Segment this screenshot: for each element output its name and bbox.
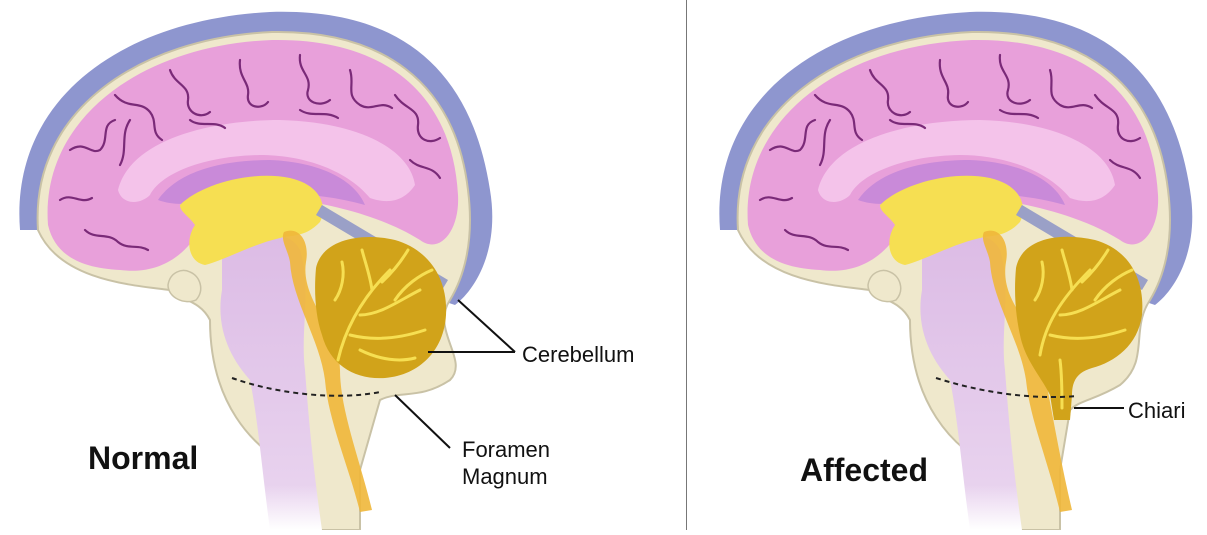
cerebellum-label: Cerebellum — [522, 342, 635, 368]
pituitary — [168, 271, 201, 302]
affected-title: Affected — [800, 452, 928, 489]
chiari-label: Chiari — [1128, 398, 1185, 424]
affected-brain — [719, 12, 1192, 530]
foramen-label-line1: Foramen — [462, 437, 550, 463]
normal-title: Normal — [88, 440, 198, 477]
pituitary — [868, 271, 901, 302]
foramen-label-line2: Magnum — [462, 464, 548, 490]
panel-divider — [686, 0, 687, 530]
